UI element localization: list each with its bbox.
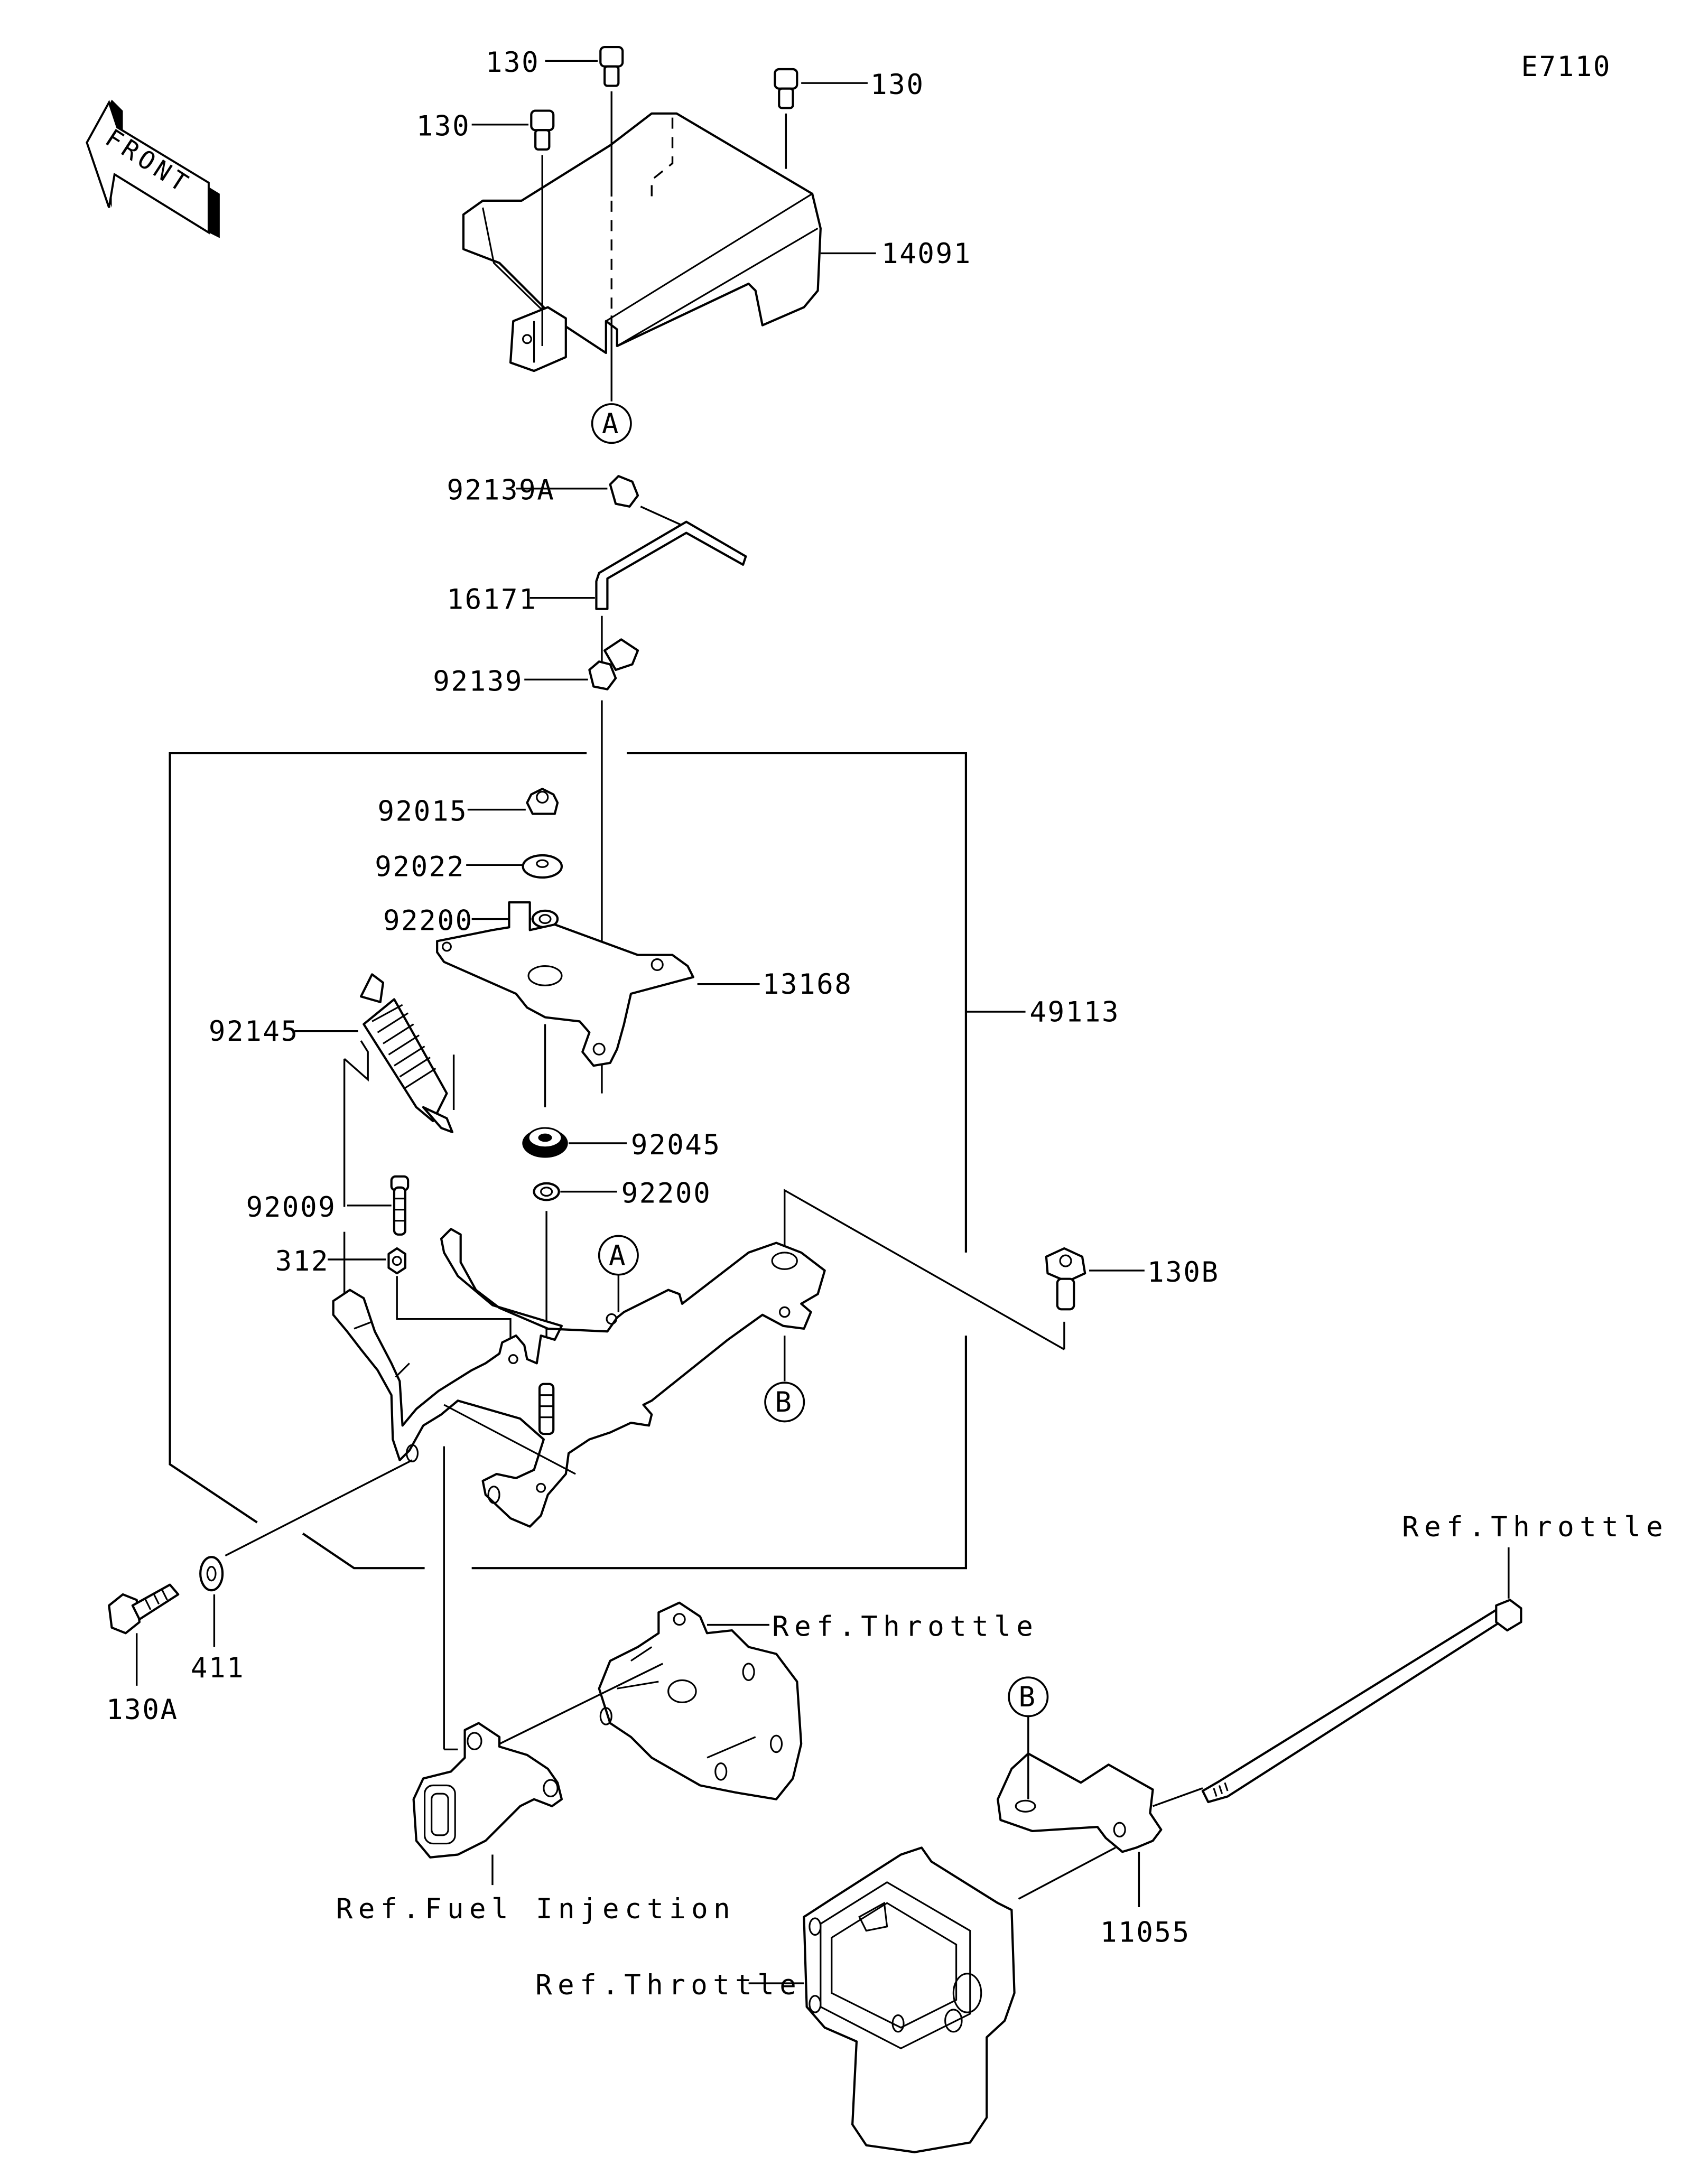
part-16171-hose[interactable]	[595, 520, 747, 610]
label-16171: 16171	[447, 584, 537, 616]
part-11055-bracket[interactable]	[997, 1752, 1163, 1853]
label-130A: 130A	[106, 1694, 179, 1726]
svg-text:A: A	[609, 1239, 627, 1272]
bolt-130-top[interactable]	[599, 45, 624, 87]
part-92045-bearing[interactable]	[522, 1127, 568, 1158]
label-411: 411	[191, 1652, 245, 1684]
svg-text:B: B	[775, 1386, 793, 1418]
part-130B-bolt[interactable]	[1045, 1247, 1086, 1311]
label-92145: 92145	[209, 1015, 299, 1048]
label-130-top: 130	[486, 46, 540, 79]
part-92145-spring[interactable]	[359, 973, 454, 1134]
part-92009-bolt[interactable]	[390, 1175, 410, 1236]
label-92045: 92045	[631, 1129, 721, 1161]
part-13168-lever[interactable]	[436, 901, 694, 1067]
callout-a-middle: A	[598, 1235, 639, 1276]
label-ref-throttle-rod: Ref.Throttle	[1402, 1511, 1668, 1543]
part-92139-clamp[interactable]	[588, 638, 639, 690]
part-411-washer[interactable]	[199, 1556, 224, 1592]
assembly-frame-49113	[169, 752, 968, 1570]
callout-b-lower: B	[1008, 1676, 1049, 1718]
label-92022: 92022	[375, 851, 465, 883]
label-130B: 130B	[1147, 1256, 1220, 1289]
label-13168: 13168	[763, 968, 853, 1001]
ref-throttle-upper-part[interactable]	[598, 1601, 803, 1800]
label-ref-throttle-body: Ref.Throttle	[535, 1969, 802, 2001]
part-92015-nut[interactable]	[526, 788, 559, 815]
label-92200-bottom: 92200	[621, 1178, 712, 1210]
front-arrow-icon: FRONT	[86, 99, 220, 238]
label-ref-throttle-upper: Ref.Throttle	[772, 1611, 1038, 1643]
part-92022-washer[interactable]	[522, 854, 563, 879]
label-92139A: 92139A	[447, 474, 555, 507]
label-92015: 92015	[378, 796, 468, 828]
part-stud[interactable]	[538, 1383, 555, 1435]
part-92200-washer-bottom[interactable]	[533, 1182, 560, 1201]
callout-a-top: A	[591, 403, 632, 444]
label-92200-top: 92200	[383, 904, 473, 937]
label-312: 312	[275, 1245, 329, 1277]
part-130A-bolt[interactable]	[108, 1583, 180, 1635]
label-130-right: 130	[870, 69, 924, 101]
svg-text:A: A	[602, 408, 620, 440]
ref-fuel-injection-sensor[interactable]	[412, 1722, 563, 1859]
label-14091: 14091	[881, 238, 972, 270]
diagram-code: E7110	[1521, 51, 1611, 83]
part-92139A-clamp[interactable]	[609, 475, 639, 508]
ref-throttle-body-part[interactable]	[803, 1846, 1016, 2153]
label-92139: 92139	[433, 665, 523, 697]
label-ref-fuel-injection: Ref.Fuel Injection	[336, 1893, 736, 1925]
part-312-nut[interactable]	[387, 1247, 407, 1275]
bolt-130-right[interactable]	[774, 68, 798, 109]
part-14091-cover[interactable]	[462, 112, 822, 372]
label-49113: 49113	[1029, 996, 1120, 1028]
ref-throttle-rod-part[interactable]	[1201, 1599, 1522, 1804]
label-92009: 92009	[246, 1191, 337, 1224]
callout-b-middle: B	[764, 1382, 805, 1423]
bolt-130-left[interactable]	[530, 109, 555, 151]
label-130-left: 130	[416, 110, 470, 143]
label-11055: 11055	[1100, 1917, 1191, 1949]
part-main-bracket[interactable]	[332, 1228, 826, 1528]
svg-text:B: B	[1018, 1681, 1036, 1713]
